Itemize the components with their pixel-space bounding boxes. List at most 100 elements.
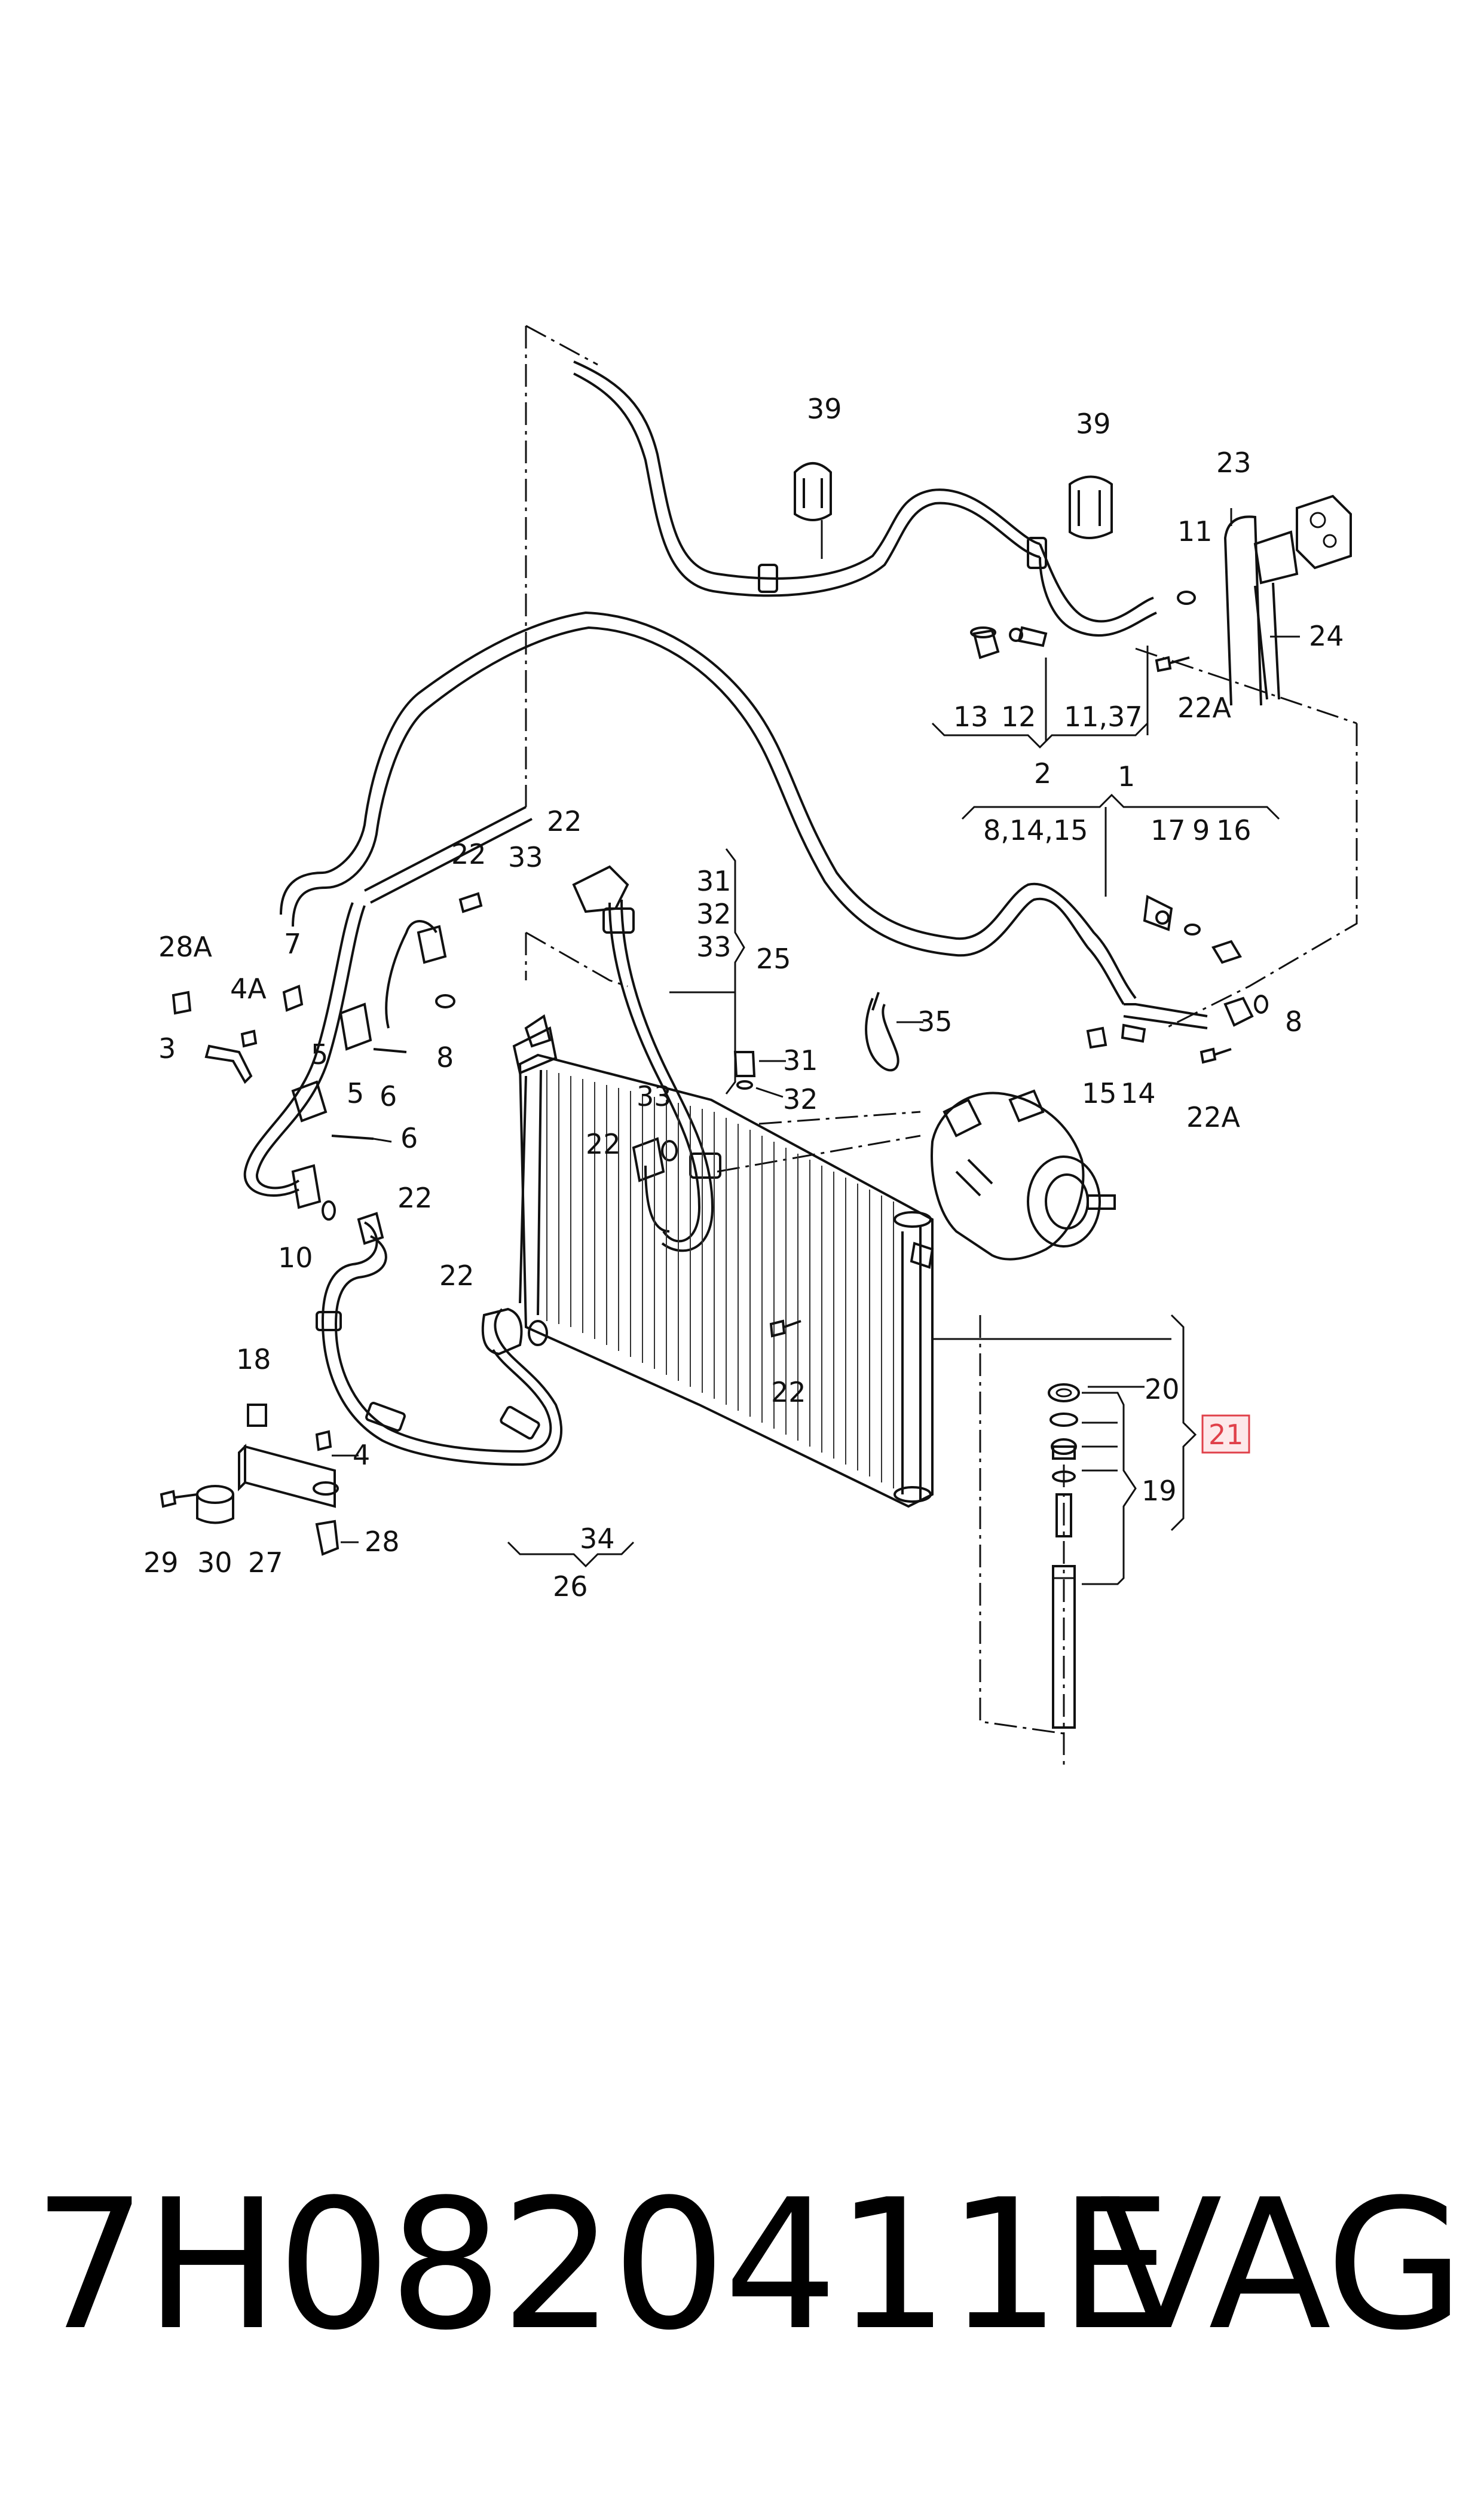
- label-16: 16: [1216, 814, 1252, 846]
- label-11: 11: [1177, 515, 1213, 548]
- bracket-3: [204, 1044, 253, 1084]
- receiver-drier-parts: [1048, 1383, 1080, 1729]
- label-17: 17: [1151, 814, 1186, 846]
- label-6-top: 6: [380, 1080, 397, 1112]
- clamp-39-right: [1069, 475, 1113, 539]
- clamp-33-mid: [632, 1137, 678, 1182]
- clip-35: [865, 992, 899, 1072]
- label-15: 15: [1082, 1077, 1117, 1109]
- hose-25: [572, 865, 721, 1252]
- clamp-39-left: [794, 462, 832, 559]
- expansion-valve-23: [1223, 494, 1352, 706]
- hose-26: [316, 1212, 563, 1466]
- label-31: 31: [783, 1044, 818, 1077]
- label-27: 27: [248, 1546, 283, 1579]
- valve-12: [1009, 626, 1048, 647]
- label-14: 14: [1121, 1077, 1156, 1109]
- left-line-assembly: [243, 806, 533, 1197]
- oring-9: [1184, 924, 1201, 936]
- valve-16: [1211, 940, 1242, 964]
- label-8-14-15: 8,14,15: [983, 814, 1088, 846]
- label-7: 7: [284, 928, 301, 960]
- label-23: 23: [1216, 447, 1252, 479]
- label-39-right: 39: [1076, 408, 1111, 440]
- label-28: 28: [365, 1526, 400, 1558]
- bracket-27-assembly: [160, 1404, 339, 1556]
- cap-15: [1086, 1026, 1107, 1049]
- callout-labels: 39 39 23 11 24 13 12 11,37 22A 2 1 8,14,…: [143, 393, 1344, 1603]
- label-12: 12: [1001, 701, 1036, 733]
- clamp-5b: [291, 1080, 374, 1140]
- pipe-end-right: [1123, 995, 1268, 1029]
- bolt-22-condenser: [769, 1319, 801, 1338]
- condenser: [512, 1014, 934, 1508]
- clip-7: [282, 985, 304, 1012]
- label-9: 9: [1192, 814, 1210, 846]
- label-22-mid: 22: [586, 1128, 621, 1160]
- clip-28a: [172, 990, 192, 1015]
- label-22-hose: 22: [439, 1259, 475, 1292]
- label-22-low: 22: [397, 1182, 433, 1214]
- label-5-mid: 5: [347, 1077, 364, 1109]
- label-13: 13: [953, 701, 989, 733]
- label-11-37: 11,37: [1064, 701, 1143, 733]
- label-32: 32: [783, 1083, 818, 1115]
- valve-14: [1121, 1023, 1146, 1043]
- switch-31: [733, 1051, 756, 1090]
- label-10: 10: [278, 1242, 313, 1274]
- bolt-22a-right: [1200, 1047, 1232, 1064]
- label-4a: 4A: [230, 973, 267, 1005]
- label-26: 26: [553, 1570, 588, 1603]
- label-31-brace: 31: [696, 865, 732, 897]
- label-29: 29: [143, 1546, 179, 1579]
- label-22-left: 22: [451, 838, 486, 870]
- label-18: 18: [236, 1343, 271, 1375]
- label-20: 20: [1145, 1373, 1180, 1405]
- label-30: 30: [197, 1546, 232, 1579]
- braces: [507, 646, 1280, 1585]
- label-19: 19: [1142, 1475, 1177, 1507]
- label-34: 34: [580, 1523, 615, 1555]
- label-33-top: 33: [508, 841, 543, 873]
- label-22a-right: 22A: [1186, 1101, 1241, 1133]
- label-25: 25: [756, 943, 791, 975]
- label-4: 4: [353, 1439, 370, 1471]
- label-24: 24: [1309, 620, 1344, 652]
- label-8-right: 8: [1285, 1005, 1302, 1038]
- line-24: [1254, 582, 1280, 700]
- label-33-brace: 33: [696, 931, 732, 963]
- label-32-brace: 32: [696, 898, 732, 930]
- label-33-mid: 33: [637, 1080, 672, 1112]
- reference-lines: [525, 325, 1358, 1769]
- switch-17: [1143, 894, 1173, 931]
- upper-refrigerant-line: [573, 360, 1157, 637]
- compressor: [931, 1089, 1116, 1261]
- seal-11: [1177, 591, 1196, 605]
- label-8-left: 8: [436, 1041, 454, 1074]
- label-21: 21: [1208, 1419, 1244, 1451]
- label-35: 35: [917, 1005, 953, 1038]
- part-number: 7H0820411E: [33, 2161, 1172, 2370]
- leader-lines: [332, 635, 1300, 1543]
- label-3: 3: [158, 1032, 176, 1065]
- label-39-left: 39: [807, 393, 842, 425]
- label-5-top: 5: [311, 1038, 328, 1071]
- condenser-fins: [546, 1070, 894, 1488]
- label-28a: 28A: [158, 931, 213, 963]
- label-22-condenser: 22: [771, 1376, 806, 1408]
- label-2: 2: [1034, 757, 1051, 790]
- long-refrigerant-line: [280, 611, 1137, 1005]
- bolt-4a: [240, 1029, 258, 1048]
- label-6-mid: 6: [400, 1122, 418, 1154]
- label-22-top: 22: [547, 805, 582, 837]
- clip-near-8: [417, 892, 483, 1008]
- label-1: 1: [1118, 760, 1135, 793]
- clamp-10: [291, 1164, 336, 1221]
- highlight-box-21: [1201, 1414, 1250, 1454]
- brand-name: VAG: [1100, 2161, 1464, 2370]
- clamp-5a: [339, 1002, 407, 1053]
- label-22a-top: 22A: [1177, 692, 1232, 724]
- cap-13: [970, 626, 1000, 659]
- muffler-34: [481, 1307, 548, 1356]
